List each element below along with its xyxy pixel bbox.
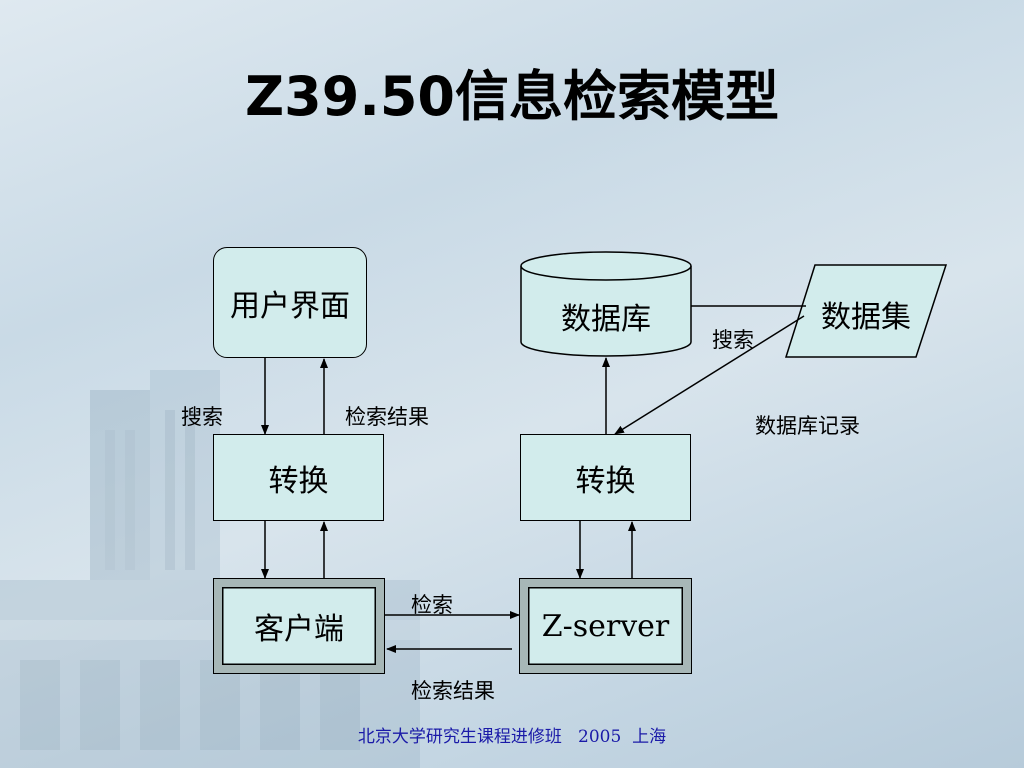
client-node: 客户端	[213, 578, 385, 674]
search-label-left: 搜索	[181, 405, 223, 429]
user-interface-node: 用户界面	[213, 247, 367, 358]
dataset-parallelogram-shape	[784, 264, 948, 358]
footer-text: 北京大学研究生课程进修班 2005 上海	[357, 727, 667, 747]
search-results-label-left: 检索结果	[345, 405, 429, 429]
database-node-label: 数据库	[561, 302, 651, 337]
convert-right-node: 转换	[520, 434, 691, 521]
database-cylinder-shape	[520, 251, 692, 357]
convert-left-node: 转换	[213, 434, 384, 521]
z-server-node: Z-server	[519, 578, 692, 674]
dataset-node-label: 数据集	[821, 300, 911, 335]
search-label-mid: 检索	[411, 593, 453, 617]
search-label-dataset: 搜索	[712, 328, 754, 352]
page-title: Z39.50信息检索模型	[245, 65, 779, 128]
database-records-label: 数据库记录	[755, 414, 860, 438]
arrow-dataset-to-convert	[614, 315, 805, 435]
search-results-label-mid: 检索结果	[411, 679, 495, 703]
